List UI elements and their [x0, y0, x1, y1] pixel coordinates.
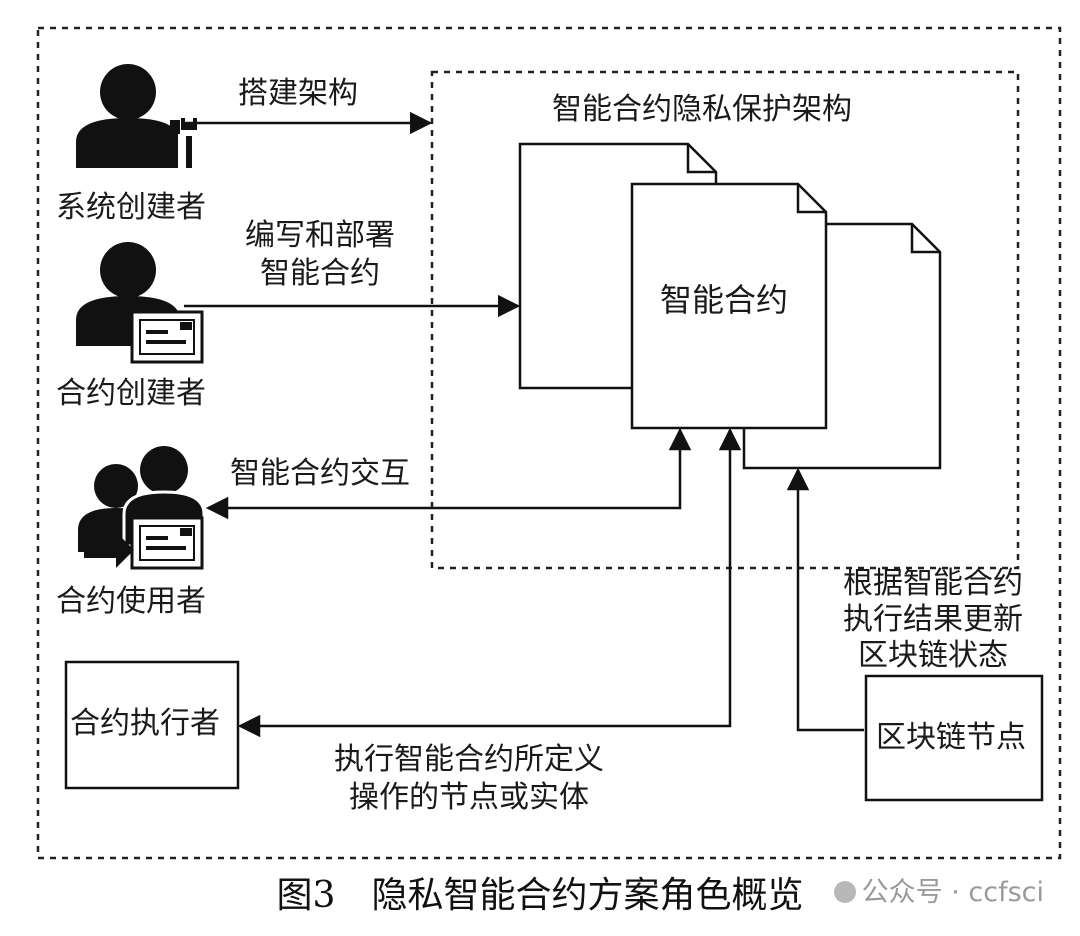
edge-label-update-2: 执行结果更新 [843, 602, 1023, 637]
role-blockchain-node: 区块链节点 [876, 720, 1026, 755]
blockchain-node-box [864, 674, 1044, 802]
edge-label-write-deploy-1: 编写和部署 [245, 218, 395, 253]
watermark: 公众号 · ccfsci [833, 870, 1044, 909]
edge-label-interact: 智能合约交互 [230, 456, 410, 491]
contract-user-icon [78, 446, 206, 570]
edge-label-execute-1: 执行智能合约所定义 [334, 742, 604, 777]
edge-label-execute-2: 操作的节点或实体 [349, 780, 589, 815]
contract-creator-icon [76, 242, 204, 364]
role-contract-user: 合约使用者 [56, 584, 206, 619]
role-contract-executor: 合约执行者 [70, 706, 220, 741]
edge-label-update-3: 区块链状态 [858, 638, 1008, 673]
edge-label-update-1: 根据智能合约 [843, 566, 1023, 601]
contract-doc-front [630, 182, 828, 430]
framework-title: 智能合约隐私保护架构 [552, 92, 852, 127]
edge-label-write-deploy-2: 智能合约 [260, 256, 380, 291]
contract-label: 智能合约 [660, 281, 789, 319]
edge-label-build: 搭建架构 [238, 76, 358, 111]
contract-executor-box [64, 660, 240, 790]
framework-boundary [430, 70, 1020, 570]
watermark-text: 公众号 · ccfsci [861, 877, 1044, 908]
role-contract-creator: 合约创建者 [56, 376, 206, 411]
system-creator-icon [76, 64, 197, 172]
figure-caption: 图3 隐私智能合约方案角色概览 [276, 875, 804, 916]
role-system-creator: 系统创建者 [56, 190, 206, 225]
wechat-icon [833, 880, 856, 903]
edge-update-state [786, 467, 864, 732]
edge-execute [237, 427, 742, 738]
outer-boundary [36, 26, 1062, 860]
